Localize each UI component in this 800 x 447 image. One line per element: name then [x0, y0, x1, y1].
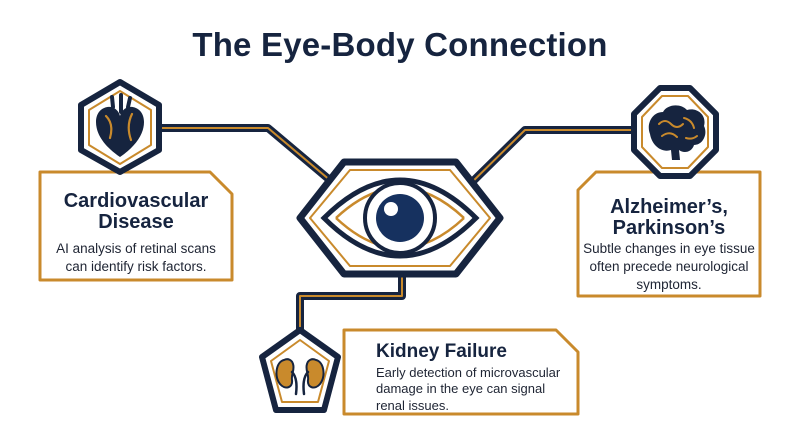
cardio-text-line: can identify risk factors.	[65, 258, 207, 274]
neuro-text-line: Subtle changes in eye tissue	[583, 241, 755, 256]
connector-right	[459, 126, 640, 195]
page-title: The Eye-Body Connection	[192, 26, 608, 63]
cardio-title: Cardiovascular Disease	[45, 190, 227, 234]
brain-icon	[648, 105, 706, 160]
kidney-text-line: damage in the eye can signal	[376, 381, 546, 397]
panel-cardio	[38, 170, 234, 282]
kidney-text-line: Early detection of microvascular	[376, 365, 561, 380]
kidney-text-line: renal issues.	[376, 397, 449, 413]
neuro-title-line: Parkinson’s	[612, 217, 726, 240]
eye-node	[296, 158, 504, 278]
kidney-title-line: Kidney Failure	[376, 341, 507, 362]
cardio-title-line: Cardiovascular	[63, 190, 209, 212]
heart-icon	[96, 93, 144, 157]
panel-kidney	[342, 328, 580, 416]
eye-icon	[320, 177, 480, 259]
neuro-text-line: symptoms.	[636, 276, 702, 292]
neuro-icon-node	[631, 85, 719, 179]
cardio-description: AI analysis of retinal scans can identif…	[45, 240, 227, 276]
connector-left	[146, 124, 347, 196]
connector-bottom	[296, 262, 406, 332]
cardio-text-line: AI analysis of retinal scans	[56, 241, 216, 256]
cardio-title-line: Disease	[98, 211, 174, 234]
kidney-title: Kidney Failure	[376, 341, 572, 362]
kidneys-icon	[275, 358, 325, 396]
neuro-title: Alzheimer’s, Parkinson’s	[582, 196, 756, 240]
kidney-description: Early detection of microvascular damage …	[376, 365, 572, 414]
panel-neuro	[576, 170, 762, 298]
kidney-icon-node	[259, 327, 341, 413]
neuro-title-line: Alzheimer’s,	[610, 196, 728, 218]
neuro-text-line: often precede neurological	[589, 258, 749, 274]
cardio-icon-node	[78, 79, 162, 175]
neuro-description: Subtle changes in eye tissue often prece…	[582, 240, 756, 293]
